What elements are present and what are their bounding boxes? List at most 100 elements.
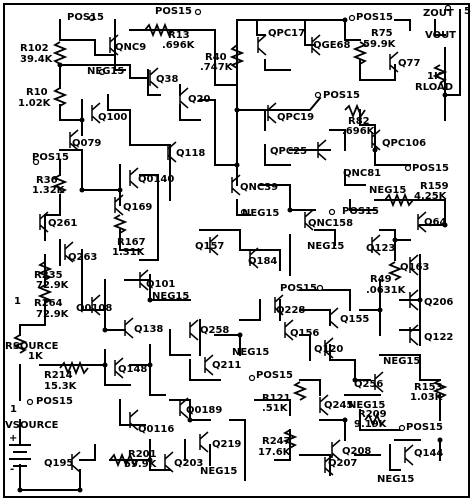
resistor-r36-value: 1.32K	[32, 185, 66, 196]
resistor-r82-name: R82	[348, 116, 370, 127]
resistor-r10-name: R10	[26, 87, 48, 98]
resistor-r167-value: 1.31K	[112, 247, 146, 258]
label-pos15: POS15	[323, 90, 360, 101]
resistor-symbols	[12, 22, 448, 468]
transistor-label: Q207	[328, 458, 357, 469]
transistor-label: Q0116	[138, 424, 174, 435]
resistor-r209-name: R209	[358, 409, 387, 420]
transistor-label: Q258	[200, 325, 229, 336]
transistor-label: Q245	[324, 400, 353, 411]
transistor-label: QNC39	[240, 182, 278, 193]
resistor-r214-value: 15.3K	[44, 381, 78, 392]
transistor-label: Q148	[118, 364, 147, 375]
transistor-label: Q228	[276, 305, 305, 316]
transistor-label: QGE68	[313, 40, 350, 51]
transistor-label: Q77	[398, 58, 420, 69]
transistor-symbols	[39, 34, 427, 476]
transistor-label: Q156	[290, 328, 319, 339]
label-neg15: NEG15	[377, 474, 414, 485]
transistor-label: Q155	[340, 314, 369, 325]
resistor-r153-value: 1.03K	[410, 392, 444, 403]
transistor-label: Q219	[212, 439, 241, 450]
transistor-label: Q203	[174, 458, 203, 469]
transistor-label: Q0140	[138, 174, 174, 185]
label-zout: ZOUT	[423, 8, 454, 19]
label-pos15: POS15	[36, 396, 73, 407]
resistor-r49-value: .0631K	[366, 285, 407, 296]
label-vsource: VSOURCE	[5, 420, 59, 431]
resistor-r167-name: R167	[117, 237, 146, 248]
resistor-r264-value: 72.9K	[36, 309, 70, 320]
resistor-r209-value: 9.19K	[354, 419, 388, 430]
label-rload: RLOAD	[415, 82, 453, 93]
label-pos15: POS15	[67, 12, 104, 23]
resistor-r247-value: 17.6K	[258, 447, 292, 458]
label-rsource: RSOURCE	[5, 341, 59, 352]
label-pos15: POS15	[32, 152, 69, 163]
transistor-label: Q64	[424, 217, 446, 228]
label-rsource-value: 1K	[28, 351, 44, 362]
transistor-label: Q195	[44, 458, 73, 469]
label-pos15: POS15	[406, 422, 443, 433]
label-rload-value: 1K	[427, 71, 443, 82]
transistor-label: Q20	[188, 94, 210, 105]
resistor-r13-value: .696K	[162, 40, 196, 51]
transistor-label: QPC25	[270, 146, 307, 157]
label-pos15: POS15	[155, 6, 192, 17]
resistor-r214-name: R214	[44, 370, 73, 381]
transistor-label: Q256	[354, 379, 383, 390]
transistor-label: Q157	[195, 241, 224, 252]
label-pin-1: 1	[14, 296, 21, 307]
label-pos15: POS15	[280, 283, 317, 294]
resistor-r102-value: 39.4K	[20, 54, 54, 65]
resistor-r82-value: .696K	[342, 126, 376, 137]
transistor-label: Q0108	[76, 303, 112, 314]
transistor-label: QPC17	[268, 28, 305, 39]
resistor-r102-name: R102	[20, 43, 49, 54]
label-neg15: NEG15	[369, 185, 406, 196]
voltage-source-symbol	[9, 444, 31, 467]
label-plus: +	[9, 433, 17, 444]
transistor-label: QNC9	[115, 42, 146, 53]
transistor-label: Q144	[414, 448, 443, 459]
resistor-r235-name: R235	[34, 270, 63, 281]
transistor-label: Q206	[424, 297, 453, 308]
transistor-label: Q101	[146, 279, 175, 290]
label-neg15: NEG15	[232, 347, 269, 358]
transistor-label: Q123	[366, 243, 395, 254]
label-neg15: NEG15	[87, 66, 124, 77]
resistor-r121-name: R121	[262, 393, 291, 404]
resistor-r247-name: R247	[262, 436, 291, 447]
transistor-label: Q0189	[186, 405, 222, 416]
label-neg15: NEG15	[348, 400, 385, 411]
resistor-r49-name: R49	[370, 274, 392, 285]
label-neg15: NEG15	[200, 466, 237, 477]
label-pos15: POS15	[412, 163, 449, 174]
transistor-label: QPC19	[277, 112, 314, 123]
schematic-labels: POS15 POS15 POS15 POS15 POS15 POS15 POS1…	[5, 6, 471, 485]
transistor-label: Q261	[48, 218, 77, 229]
transistor-label: QNC158	[308, 218, 353, 229]
label-pin-1: 1	[10, 404, 17, 415]
label-neg15: NEG15	[242, 208, 279, 219]
transistor-label: Q184	[248, 256, 277, 267]
resistor-r10-value: 1.02K	[18, 98, 52, 109]
resistor-r13-name: R13	[168, 30, 190, 41]
label-pos15: POS15	[356, 12, 393, 23]
transistor-label: Q100	[98, 112, 127, 123]
transistor-label: QPC106	[382, 138, 426, 149]
label-pos15: POS15	[342, 206, 379, 217]
outer-frame	[3, 3, 470, 498]
transistor-label: Q211	[212, 360, 241, 371]
transistor-label: Q120	[314, 344, 343, 355]
label-neg15: NEG15	[307, 241, 344, 252]
resistor-r75-name: R75	[371, 28, 393, 39]
resistor-r153-name: R153	[414, 382, 443, 393]
label-neg15: NEG15	[383, 356, 420, 367]
transistor-label: QNC81	[343, 168, 381, 179]
transistor-label: Q169	[123, 202, 152, 213]
transistor-label: Q079	[72, 138, 101, 149]
junction-dots	[17, 17, 448, 493]
transistor-label: Q38	[156, 74, 178, 85]
